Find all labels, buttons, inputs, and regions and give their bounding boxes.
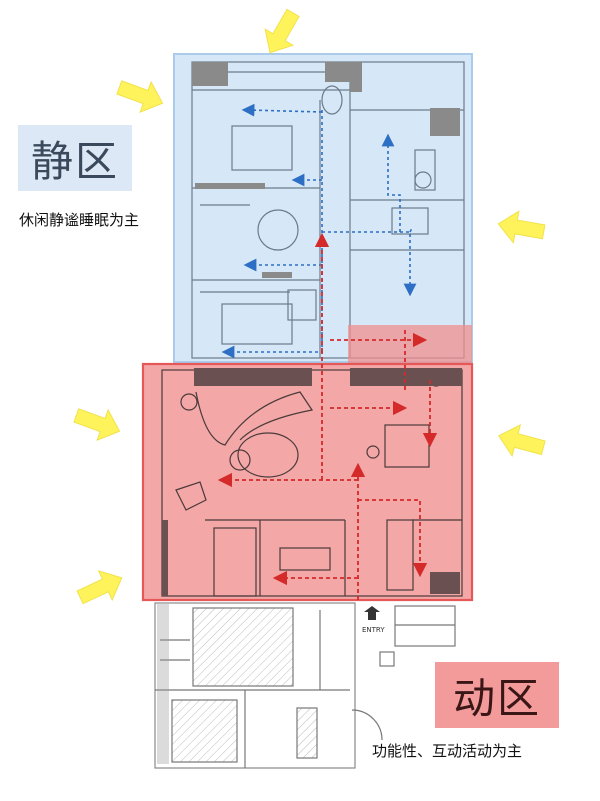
active-zone-description: 功能性、互动活动为主 — [372, 742, 523, 760]
quiet-zone-walls — [192, 62, 460, 278]
yellow-arrow-upper-right — [497, 210, 546, 244]
quiet-zone-title: 静区 — [18, 125, 132, 191]
yellow-arrows — [73, 8, 546, 605]
entry-label: ENTRY — [362, 626, 385, 634]
yellow-arrow-mid-right — [498, 424, 546, 458]
entry-marker: ENTRY — [362, 606, 385, 634]
active-zone-area — [141, 362, 474, 602]
quiet-zone-description: 休闲静谧睡眠为主 — [19, 211, 140, 229]
yellow-arrow-mid-left — [73, 408, 121, 441]
lower-floor-plan — [154, 602, 456, 769]
yellow-arrow-top — [264, 8, 300, 54]
active-zone-circulation — [217, 232, 438, 600]
yellow-arrow-lower-left — [76, 570, 123, 605]
active-zone-title: 动区 — [435, 662, 559, 728]
yellow-arrow-upper-left — [116, 80, 164, 113]
active-zone-walls — [162, 368, 462, 596]
active-zone-overlap — [348, 325, 472, 363]
